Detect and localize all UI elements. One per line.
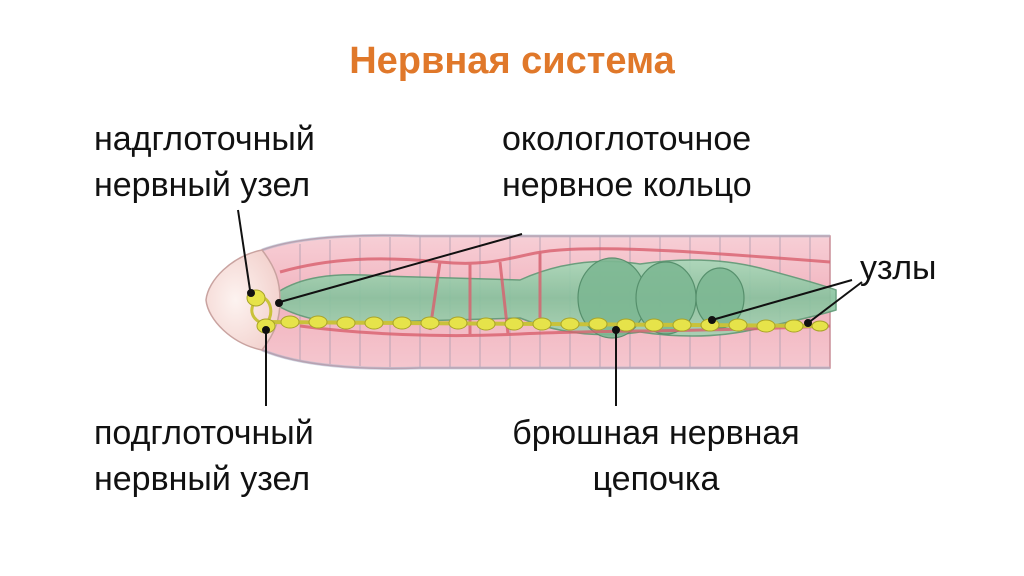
blood-vessels: [279, 247, 831, 338]
supraesophageal-ganglion-label: надглоточный нервный узел: [94, 116, 315, 208]
sub-label-line-1: подглоточный: [94, 414, 314, 452]
supra-label-line-2: нервный узел: [94, 166, 311, 204]
ring-label-line-2: нервное кольцо: [502, 166, 752, 204]
sub-label-line-2: нервный узел: [94, 460, 311, 498]
chain-label-line-2: цепочка: [592, 460, 720, 498]
worm-head: [205, 249, 281, 351]
ganglia-label: узлы: [860, 249, 937, 287]
segment-rims: [261, 233, 830, 370]
ring-label-line-1: окологлоточное: [502, 120, 752, 158]
subesophageal-ganglion-label: подглоточный нервный узел: [94, 410, 314, 502]
ventral-nerve-cord-label: брюшная нервная цепочка: [478, 410, 834, 502]
pointer-lines: [237, 209, 863, 406]
nerve-ganglia: [280, 315, 829, 333]
chain-label-line-1: брюшная нервная: [512, 414, 800, 452]
slide-title: Нервная система: [349, 40, 675, 82]
supra-label-line-1: надглоточный: [94, 120, 315, 158]
circumpharyngeal-ring-label: окологлоточное нервное кольцо: [502, 116, 752, 208]
